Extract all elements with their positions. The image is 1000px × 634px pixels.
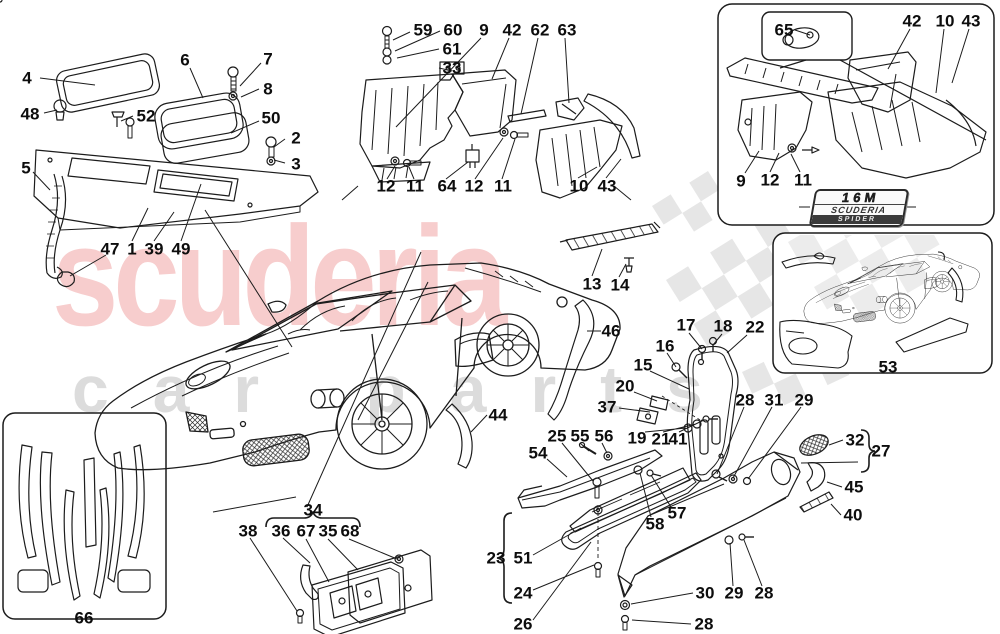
part-callout-62[interactable]: 62: [530, 20, 550, 40]
part-callout-14[interactable]: 14: [610, 275, 630, 295]
b-pillar-shield-assembly: [636, 336, 752, 486]
part-callout-52[interactable]: 52: [136, 106, 156, 126]
part-callout-44[interactable]: 44: [488, 405, 508, 425]
grouping-braces: [496, 429, 876, 604]
lid-vent-assembly: [265, 511, 433, 634]
part-callout-64[interactable]: 64: [437, 176, 457, 196]
part-callout-26[interactable]: 26: [513, 614, 533, 634]
part-callout-65[interactable]: 65: [774, 20, 794, 40]
sill-cover-assembly: [517, 434, 834, 631]
badge-line-scuderia: SCUDERIA: [830, 205, 888, 215]
part-callout-25[interactable]: 25: [547, 426, 567, 446]
part-callout-48[interactable]: 48: [20, 104, 40, 124]
part-callout-13[interactable]: 13: [582, 274, 602, 294]
part-callout-9[interactable]: 9: [736, 171, 746, 191]
front-lid-frame-assembly: [0, 0, 319, 288]
watermark-tagline-text: car parts: [72, 352, 747, 426]
part-callout-24[interactable]: 24: [513, 583, 533, 603]
part-callout-39[interactable]: 39: [144, 239, 164, 259]
part-callout-38[interactable]: 38: [238, 521, 258, 541]
part-callout-46[interactable]: 46: [601, 321, 621, 341]
inset-box-car-overview: [772, 232, 993, 374]
part-callout-29[interactable]: 29: [794, 390, 814, 410]
part-callout-56[interactable]: 56: [594, 426, 614, 446]
part-callout-11[interactable]: 11: [406, 176, 424, 196]
part-callout-11[interactable]: 11: [494, 176, 512, 196]
part-callout-27[interactable]: 27: [871, 441, 891, 461]
part-callout-10[interactable]: 10: [935, 11, 955, 31]
part-callout-12[interactable]: 12: [376, 176, 396, 196]
part-callout-67[interactable]: 67: [296, 521, 316, 541]
part-callout-3[interactable]: 3: [291, 154, 301, 174]
part-callout-4[interactable]: 4: [22, 68, 32, 88]
part-callout-49[interactable]: 49: [171, 239, 191, 259]
part-callout-19[interactable]: 19: [627, 428, 647, 448]
part-callout-23[interactable]: 23: [486, 548, 506, 568]
part-callout-12[interactable]: 12: [760, 170, 780, 190]
inset-box-protective-films: [2, 412, 167, 620]
part-callout-43[interactable]: 43: [597, 176, 617, 196]
part-callout-29[interactable]: 29: [724, 583, 744, 603]
part-callout-34[interactable]: 34: [303, 500, 323, 520]
part-callout-28[interactable]: 28: [694, 614, 714, 634]
vent-strip-and-arch-liners: [445, 221, 661, 469]
part-callout-45[interactable]: 45: [844, 477, 864, 497]
part-callout-61[interactable]: 61: [442, 39, 462, 59]
part-callout-6[interactable]: 6: [180, 50, 190, 70]
part-callout-18[interactable]: 18: [713, 316, 733, 336]
part-callout-47[interactable]: 47: [100, 239, 120, 259]
part-callout-2[interactable]: 2: [291, 128, 301, 148]
part-callout-41[interactable]: 41: [668, 429, 688, 449]
car-drawing: [94, 262, 621, 471]
part-callout-53[interactable]: 53: [878, 357, 898, 377]
part-callout-42[interactable]: 42: [502, 20, 522, 40]
part-callout-1[interactable]: 1: [127, 239, 137, 259]
part-callout-51[interactable]: 51: [513, 548, 533, 568]
part-callout-54[interactable]: 54: [528, 443, 548, 463]
part-callout-37[interactable]: 37: [597, 397, 617, 417]
badge-line-spider: SPIDER: [811, 215, 903, 224]
part-callout-66[interactable]: 66: [74, 608, 94, 628]
part-callout-31[interactable]: 31: [764, 390, 784, 410]
part-callout-60[interactable]: 60: [443, 20, 463, 40]
part-callout-40[interactable]: 40: [843, 505, 863, 525]
part-callout-68[interactable]: 68: [340, 521, 360, 541]
part-callout-15[interactable]: 15: [633, 355, 653, 375]
leader-lines: [32, 28, 970, 625]
part-callout-43[interactable]: 43: [961, 11, 981, 31]
part-callout-33[interactable]: 33: [442, 58, 462, 78]
part-callout-28[interactable]: 28: [754, 583, 774, 603]
part-callout-7[interactable]: 7: [263, 49, 273, 69]
part-callout-63[interactable]: 63: [557, 20, 577, 40]
scuderia-spider-badge: 16M SCUDERIA SPIDER: [808, 189, 910, 227]
part-callout-57[interactable]: 57: [667, 503, 687, 523]
part-callout-50[interactable]: 50: [261, 108, 281, 128]
badge-line-16m: 16M: [814, 190, 907, 205]
part-callout-17[interactable]: 17: [676, 315, 696, 335]
part-callout-9[interactable]: 9: [479, 20, 489, 40]
part-callout-28[interactable]: 28: [735, 390, 755, 410]
part-callout-12[interactable]: 12: [464, 176, 484, 196]
part-callout-59[interactable]: 59: [413, 20, 433, 40]
part-callout-11[interactable]: 11: [794, 170, 812, 190]
inset-box-shields-detail: [717, 3, 995, 226]
part-callout-58[interactable]: 58: [645, 514, 665, 534]
front-compartment-shields: [359, 25, 641, 199]
part-callout-30[interactable]: 30: [695, 583, 715, 603]
part-callout-20[interactable]: 20: [615, 376, 635, 396]
part-callout-8[interactable]: 8: [263, 79, 273, 99]
part-callout-36[interactable]: 36: [271, 521, 291, 541]
part-callout-55[interactable]: 55: [570, 426, 590, 446]
part-callout-5[interactable]: 5: [21, 158, 31, 178]
part-callout-35[interactable]: 35: [318, 521, 338, 541]
part-callout-42[interactable]: 42: [902, 11, 922, 31]
part-callout-22[interactable]: 22: [745, 317, 765, 337]
part-callout-10[interactable]: 10: [569, 176, 589, 196]
part-callout-32[interactable]: 32: [845, 430, 865, 450]
part-callout-21[interactable]: 21: [651, 429, 671, 449]
part-callout-16[interactable]: 16: [655, 336, 675, 356]
